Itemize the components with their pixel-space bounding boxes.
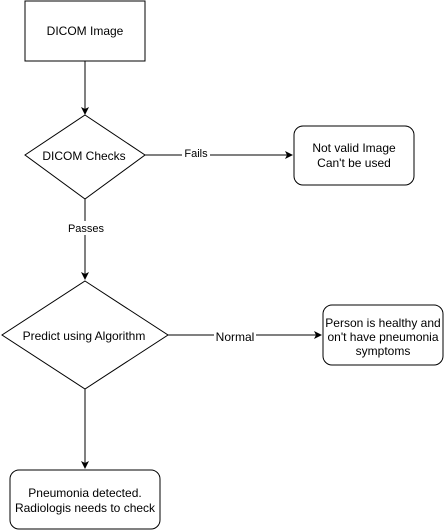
node-pneumonia — [9, 469, 161, 530]
passes-label-bg — [66, 221, 104, 235]
fails-label-bg — [182, 147, 210, 160]
node-predict-label: Predict using Algorithm — [23, 329, 146, 343]
node-healthy-line3: symptoms — [356, 344, 411, 358]
node-pneumonia-line2: Radiologis needs to check — [15, 501, 156, 515]
node-dicom-checks — [24, 114, 146, 200]
node-healthy-line2: on't have pneumonia — [327, 330, 438, 344]
node-not-valid-line1: Not valid Image — [312, 141, 396, 155]
node-healthy — [322, 304, 444, 366]
edge-label-normal: Normal — [216, 330, 255, 344]
normal-label-bg — [214, 330, 256, 344]
node-healthy-line1: Person is healthy and — [325, 316, 440, 330]
node-dicom-image — [24, 0, 146, 62]
node-predict — [1, 280, 169, 390]
edge-label-passes: Passes — [68, 223, 105, 235]
node-dicom-checks-label: DICOM Checks — [42, 149, 125, 163]
node-not-valid-line2: Can't be used — [317, 156, 391, 170]
edge-label-fails: Fails — [184, 148, 208, 160]
node-pneumonia-line1: Pneumonia detected. — [28, 486, 141, 500]
node-not-valid — [293, 125, 415, 186]
node-dicom-image-label: DICOM Image — [47, 24, 124, 38]
